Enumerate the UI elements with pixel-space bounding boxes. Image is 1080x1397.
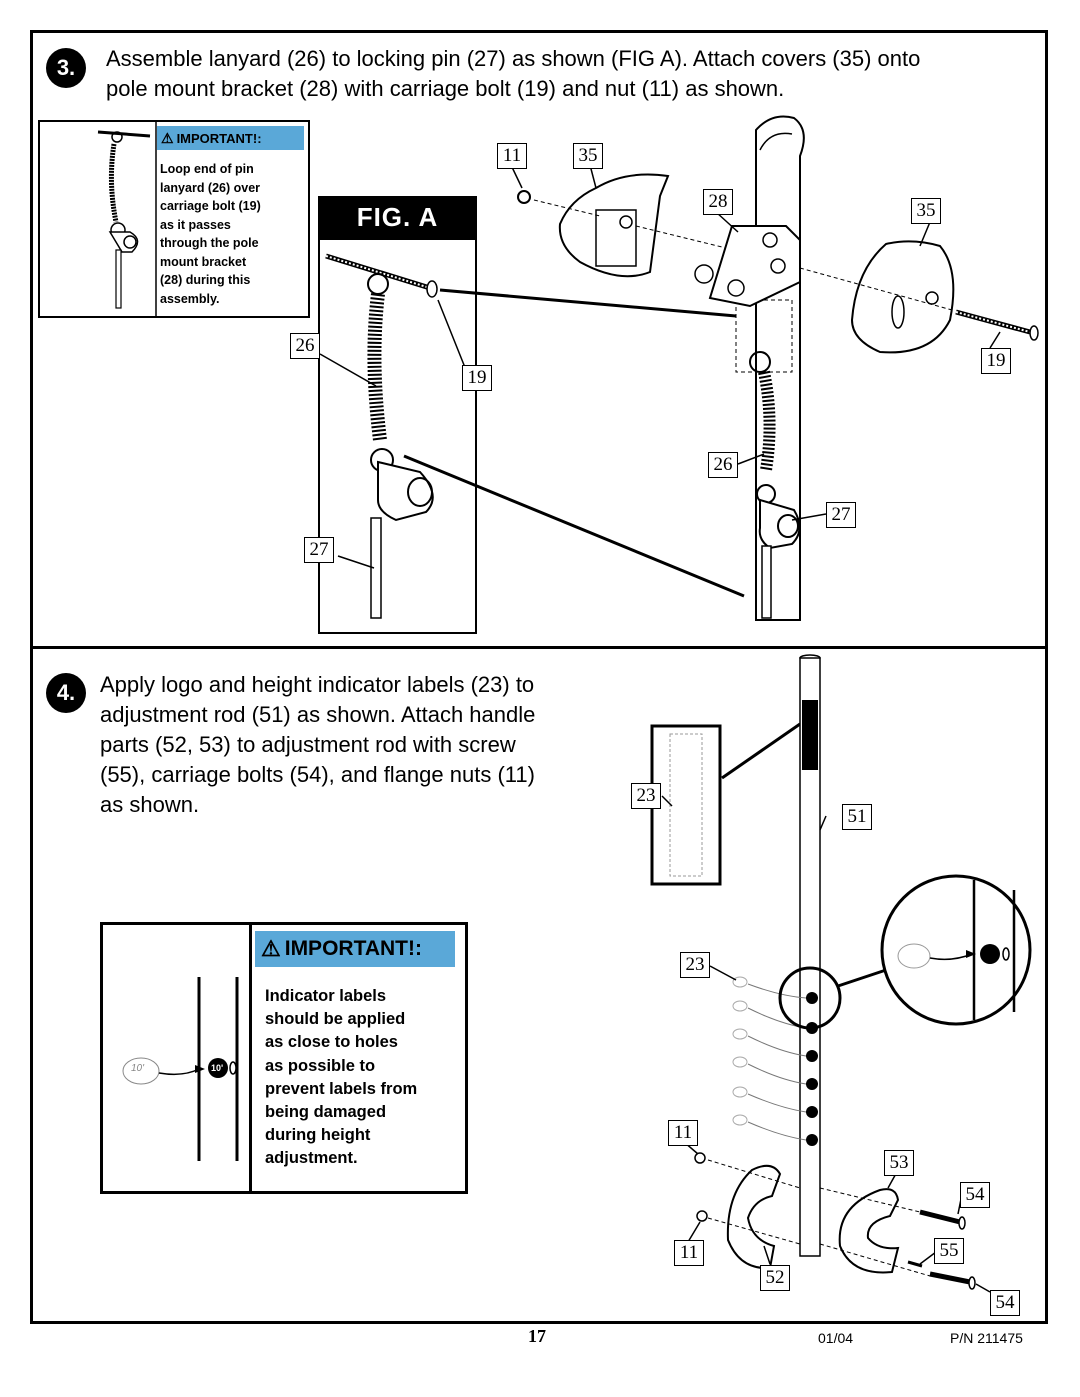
step-4-badge: 4. — [46, 673, 86, 713]
warning-icon: ⚠ — [261, 936, 281, 961]
callout-19: 19 — [462, 365, 492, 391]
callout-27: 27 — [304, 537, 334, 563]
step-4-important-box: 10' 10' ⚠ IMPORTANT!: Indicator labels s… — [100, 922, 468, 1194]
important-text: Loop end of pin lanyard (26) over carria… — [160, 162, 261, 306]
label-sample-applied: 10' — [211, 1063, 224, 1073]
important-header: ⚠ IMPORTANT!: — [157, 126, 304, 150]
page-frame — [30, 30, 1048, 1324]
indicator-label-illustration — [122, 977, 239, 1161]
callout-23: 23 — [631, 783, 661, 809]
important-header: ⚠ IMPORTANT!: — [255, 931, 455, 967]
part-number: P/N 211475 — [950, 1330, 1023, 1346]
callout-19: 19 — [981, 348, 1011, 374]
callout-27: 27 — [826, 502, 856, 528]
callout-28: 28 — [703, 189, 733, 215]
warning-icon: ⚠ — [161, 129, 174, 146]
callout-55: 55 — [934, 1238, 964, 1264]
callout-51: 51 — [842, 804, 872, 830]
step-4-instructions: Apply logo and height indicator labels (… — [100, 672, 536, 817]
revision-date: 01/04 — [818, 1330, 854, 1346]
step-3-badge: 3. — [46, 48, 86, 88]
step-3-important-box: ⚠ IMPORTANT!: Loop end of pin lanyard (2… — [38, 120, 310, 318]
lanyard-illustration — [97, 122, 157, 316]
callout-52: 52 — [760, 1265, 790, 1291]
fig-a-label: FIG. A — [318, 196, 477, 238]
callout-54: 54 — [960, 1182, 990, 1208]
page-number: 17 — [528, 1326, 546, 1346]
callout-35: 35 — [573, 143, 603, 169]
callout-11: 11 — [668, 1120, 698, 1146]
callout-54: 54 — [990, 1290, 1020, 1316]
label-sample-ghost: 10' — [131, 1063, 145, 1074]
callout-11: 11 — [497, 143, 527, 169]
important-text: Indicator labels should be applied as cl… — [265, 987, 418, 1168]
callout-11: 11 — [674, 1240, 704, 1266]
callout-26: 26 — [708, 452, 738, 478]
callout-26: 26 — [290, 333, 320, 359]
fig-a-frame — [318, 238, 477, 634]
step-3-instructions: Assemble lanyard (26) to locking pin (27… — [106, 46, 921, 101]
callout-53: 53 — [884, 1150, 914, 1176]
section-divider — [30, 646, 1048, 649]
callout-23: 23 — [680, 952, 710, 978]
callout-35: 35 — [911, 198, 941, 224]
